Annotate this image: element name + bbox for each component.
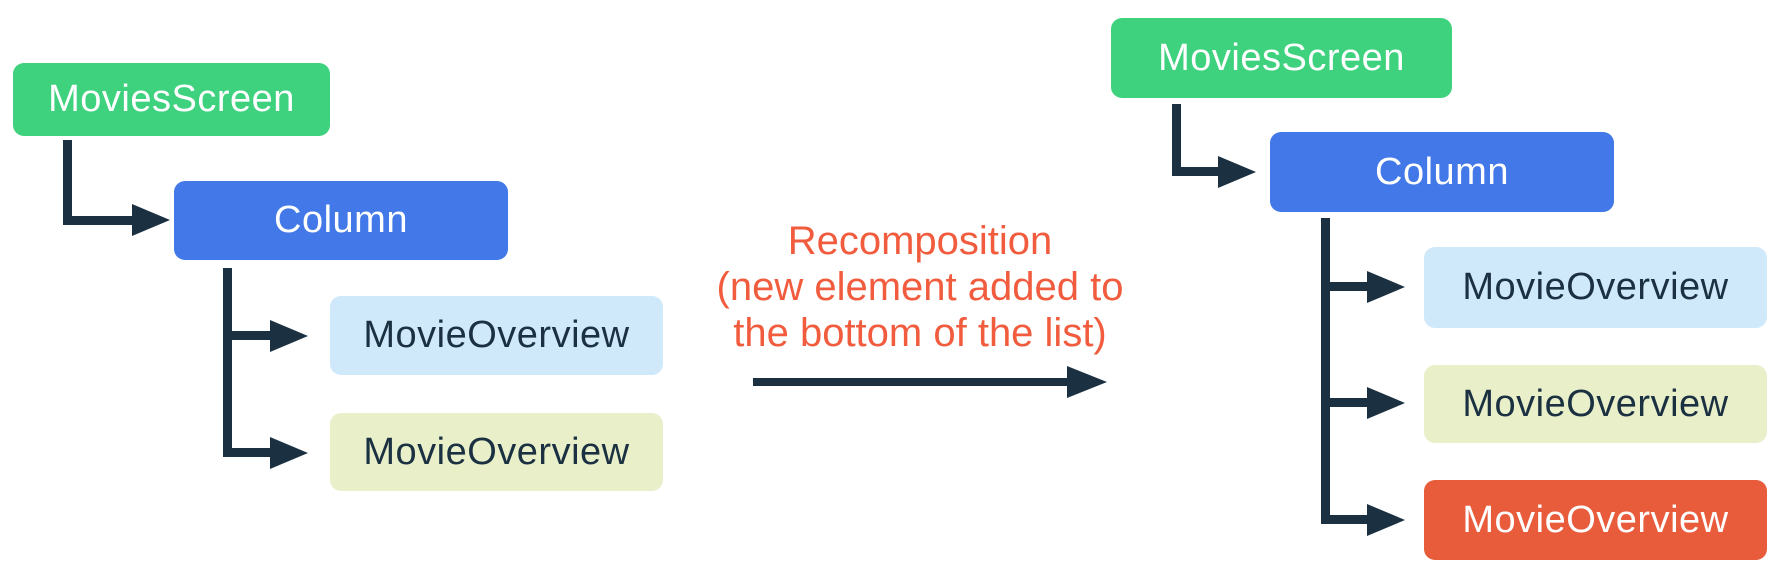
connector-movies-screen-to-column-vertical xyxy=(63,140,72,225)
arrowhead-icon xyxy=(132,204,170,236)
recomposition-arrowhead-icon xyxy=(1067,366,1107,398)
connector-column-trunk xyxy=(1321,218,1330,524)
connector-branch-movie-overview-3 xyxy=(1321,515,1369,524)
connector-branch-movie-overview-1 xyxy=(1321,282,1369,291)
node-movies-screen: MoviesScreen xyxy=(13,63,330,136)
connector-branch-movie-overview-1 xyxy=(223,331,272,340)
arrowhead-icon xyxy=(270,437,308,469)
connector-column-trunk xyxy=(223,268,232,457)
node-movies-screen: MoviesScreen xyxy=(1111,18,1452,98)
arrowhead-icon xyxy=(1367,387,1405,419)
node-column: Column xyxy=(174,181,508,260)
node-column: Column xyxy=(1270,132,1614,212)
recomposition-label-line-2: (new element added to xyxy=(716,265,1124,309)
connector-branch-movie-overview-2 xyxy=(1321,398,1369,407)
arrowhead-icon xyxy=(1367,504,1405,536)
recomposition-arrow xyxy=(753,378,1069,386)
arrowhead-icon xyxy=(1367,271,1405,303)
recomposition-label-line-1: Recomposition xyxy=(787,219,1053,263)
connector-movies-screen-to-column-vertical xyxy=(1172,104,1181,176)
node-movie-overview-1: MovieOverview xyxy=(1424,247,1767,328)
arrowhead-icon xyxy=(1218,156,1256,188)
recomposition-label: Recomposition (new element added to the … xyxy=(700,218,1140,356)
node-movie-overview-3-new: MovieOverview xyxy=(1424,480,1767,560)
node-movie-overview-2: MovieOverview xyxy=(330,413,663,491)
arrowhead-icon xyxy=(270,320,308,352)
node-movie-overview-2: MovieOverview xyxy=(1424,365,1767,443)
connector-branch-movie-overview-2 xyxy=(223,448,272,457)
recomposition-label-line-3: the bottom of the list) xyxy=(733,311,1107,355)
connector-movies-screen-to-column-horizontal xyxy=(1172,167,1218,176)
connector-movies-screen-to-column-horizontal xyxy=(63,216,133,225)
node-movie-overview-1: MovieOverview xyxy=(330,296,663,375)
